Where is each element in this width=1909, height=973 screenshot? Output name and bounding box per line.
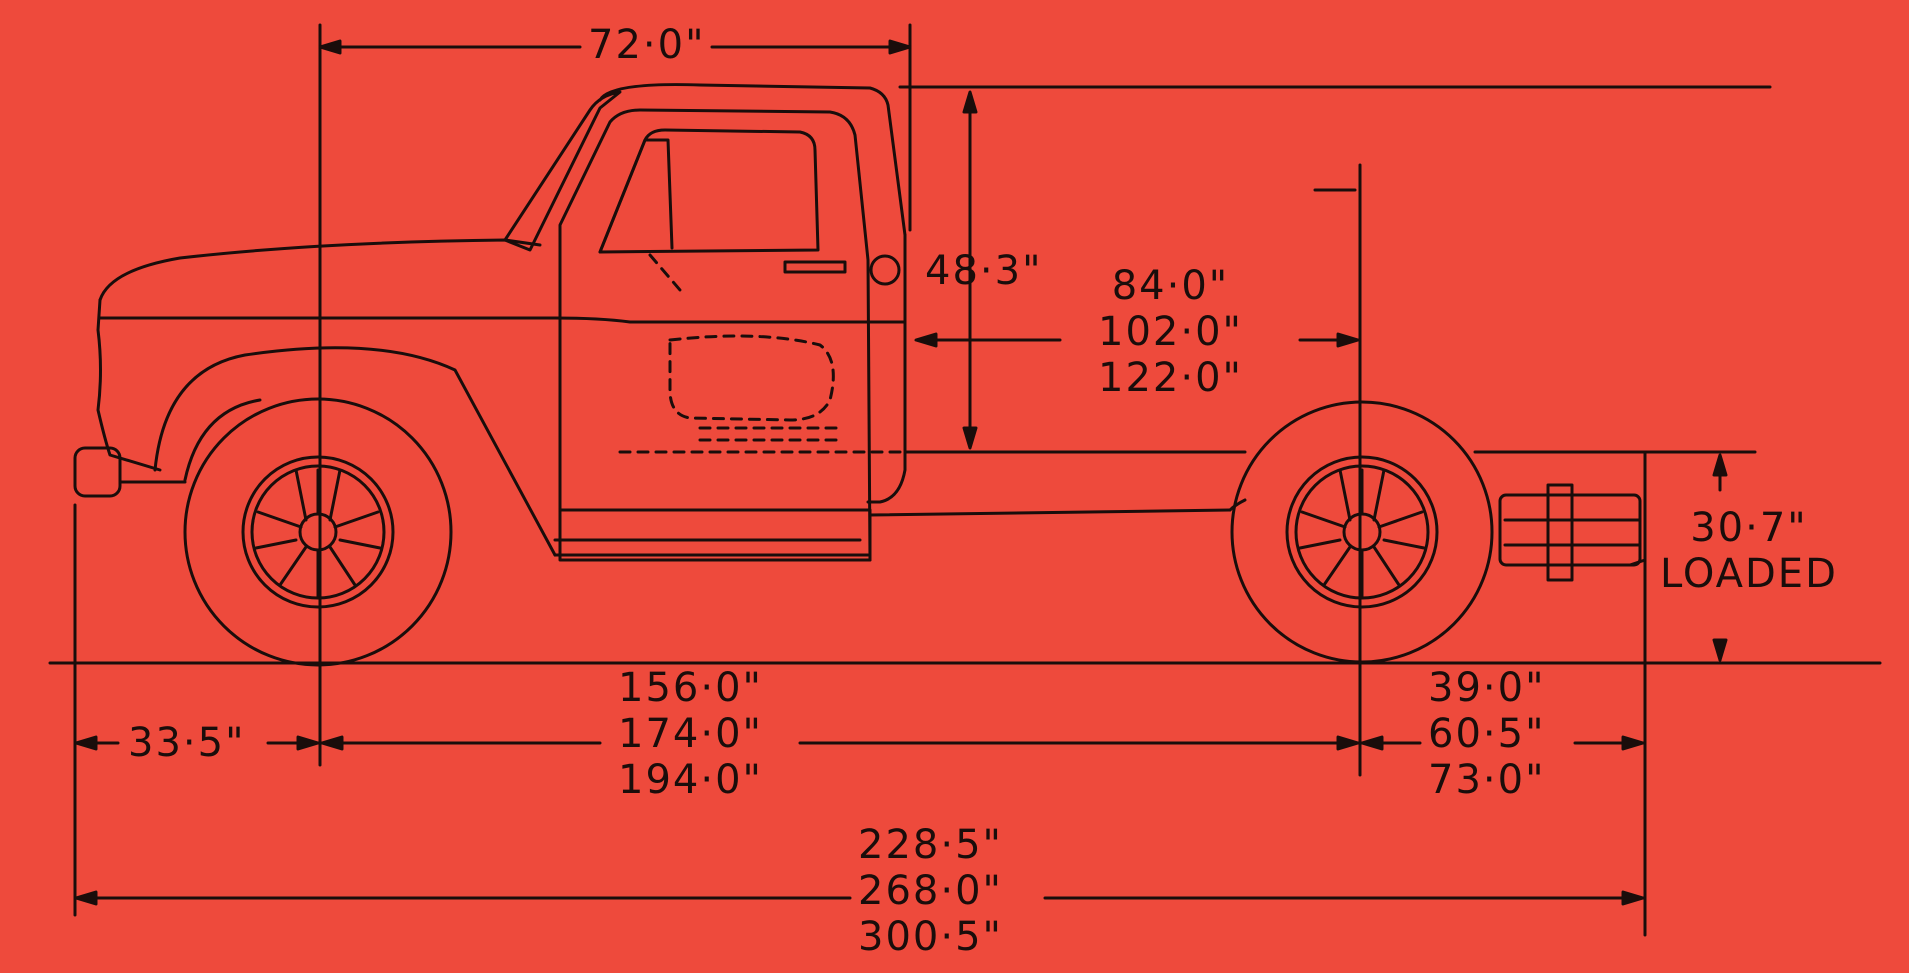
front-tire bbox=[183, 397, 453, 667]
mirror bbox=[869, 254, 901, 286]
dim-rear-arrow-right bbox=[1621, 735, 1645, 751]
cab-rear bbox=[866, 233, 907, 504]
dim-wheelbase-arrow-left bbox=[320, 735, 344, 751]
door-outline bbox=[558, 108, 872, 562]
rear-spokes bbox=[1300, 468, 1424, 587]
dim-33-arrow-right bbox=[296, 735, 320, 751]
dim-39-label: 39·0" bbox=[1428, 665, 1546, 711]
dim-122-label: 122·0" bbox=[1098, 355, 1243, 401]
rear-frame-bottom bbox=[1228, 498, 1247, 512]
frame-bottom bbox=[868, 508, 1232, 517]
dim-102-label: 102·0" bbox=[1098, 309, 1243, 355]
dim-228-label: 228·5" bbox=[858, 822, 1003, 868]
rear-hitch-bolt bbox=[1546, 483, 1574, 582]
dim-72-arrow-right bbox=[888, 39, 912, 55]
dim-cab-axle-arrow-right bbox=[1336, 332, 1360, 348]
cab-roof bbox=[598, 83, 907, 237]
loaded-label: LOADED bbox=[1660, 551, 1838, 597]
dim-72-arrow-left bbox=[318, 39, 342, 55]
vent-window bbox=[598, 138, 674, 254]
dim-194-label: 194·0" bbox=[618, 757, 763, 803]
hood-outline bbox=[98, 238, 542, 302]
front-spokes bbox=[256, 468, 380, 587]
front-bumper bbox=[73, 446, 122, 498]
dim-73-label: 73·0" bbox=[1428, 757, 1546, 803]
dim-84-label: 84·0" bbox=[1111, 263, 1230, 309]
front-fender-inner bbox=[183, 398, 262, 482]
dim-frame-height-labels: 30·7" LOADED bbox=[1660, 505, 1838, 597]
dim-72-label: 72·0" bbox=[588, 22, 706, 68]
front-rim bbox=[241, 455, 395, 609]
dim-48-arrow-top bbox=[962, 90, 978, 114]
interior-dashed-steer bbox=[648, 253, 682, 292]
dim-overall-arrow-right bbox=[1621, 890, 1645, 906]
dim-overall-labels: 228·5" 268·0" 300·5" bbox=[858, 822, 1003, 960]
rear-hitch bbox=[1498, 493, 1642, 567]
dim-wheelbase-labels: 156·0" 174·0" 194·0" bbox=[618, 665, 763, 803]
dim-rear-arrow-left bbox=[1360, 735, 1384, 751]
interior-dashed-seat bbox=[668, 334, 835, 422]
door-handle bbox=[783, 260, 847, 274]
door-window bbox=[598, 128, 820, 254]
dim-cab-axle-arrow-left bbox=[914, 332, 938, 348]
rear-tire bbox=[1230, 400, 1494, 664]
dim-30-label: 30·7" bbox=[1690, 505, 1808, 551]
dim-268-label: 268·0" bbox=[858, 868, 1003, 914]
front-fender bbox=[153, 346, 557, 557]
dim-300-label: 300·5" bbox=[858, 914, 1003, 960]
dim-33-label: 33·5" bbox=[128, 720, 246, 766]
rear-rim bbox=[1285, 455, 1439, 609]
dim-cab-to-axle-labels: 84·0" 102·0" 122·0" bbox=[1098, 263, 1243, 401]
front-spokes-2 bbox=[254, 468, 382, 600]
grille-front bbox=[96, 298, 162, 472]
hood-side-line bbox=[98, 316, 907, 324]
cab-floor bbox=[558, 508, 872, 562]
windshield-outline bbox=[503, 90, 622, 252]
dim-48-label: 48·3" bbox=[925, 248, 1043, 294]
dim-60-label: 60·5" bbox=[1428, 711, 1546, 757]
dim-48-arrow-bottom bbox=[962, 426, 978, 450]
rear-hitch-lines bbox=[1503, 518, 1642, 547]
dim-wheelbase-arrow-right bbox=[1336, 735, 1360, 751]
dim-174-label: 174·0" bbox=[618, 711, 763, 757]
dim-156-label: 156·0" bbox=[618, 665, 763, 711]
dim-30-arrow-top bbox=[1712, 453, 1728, 477]
dim-33-arrow-left bbox=[74, 735, 98, 751]
dim-overall-arrow-left bbox=[74, 890, 98, 906]
dim-rear-overhang-labels: 39·0" 60·5" 73·0" bbox=[1428, 665, 1545, 803]
rear-spokes-2 bbox=[1298, 468, 1426, 600]
dim-30-arrow-bottom bbox=[1712, 638, 1728, 662]
